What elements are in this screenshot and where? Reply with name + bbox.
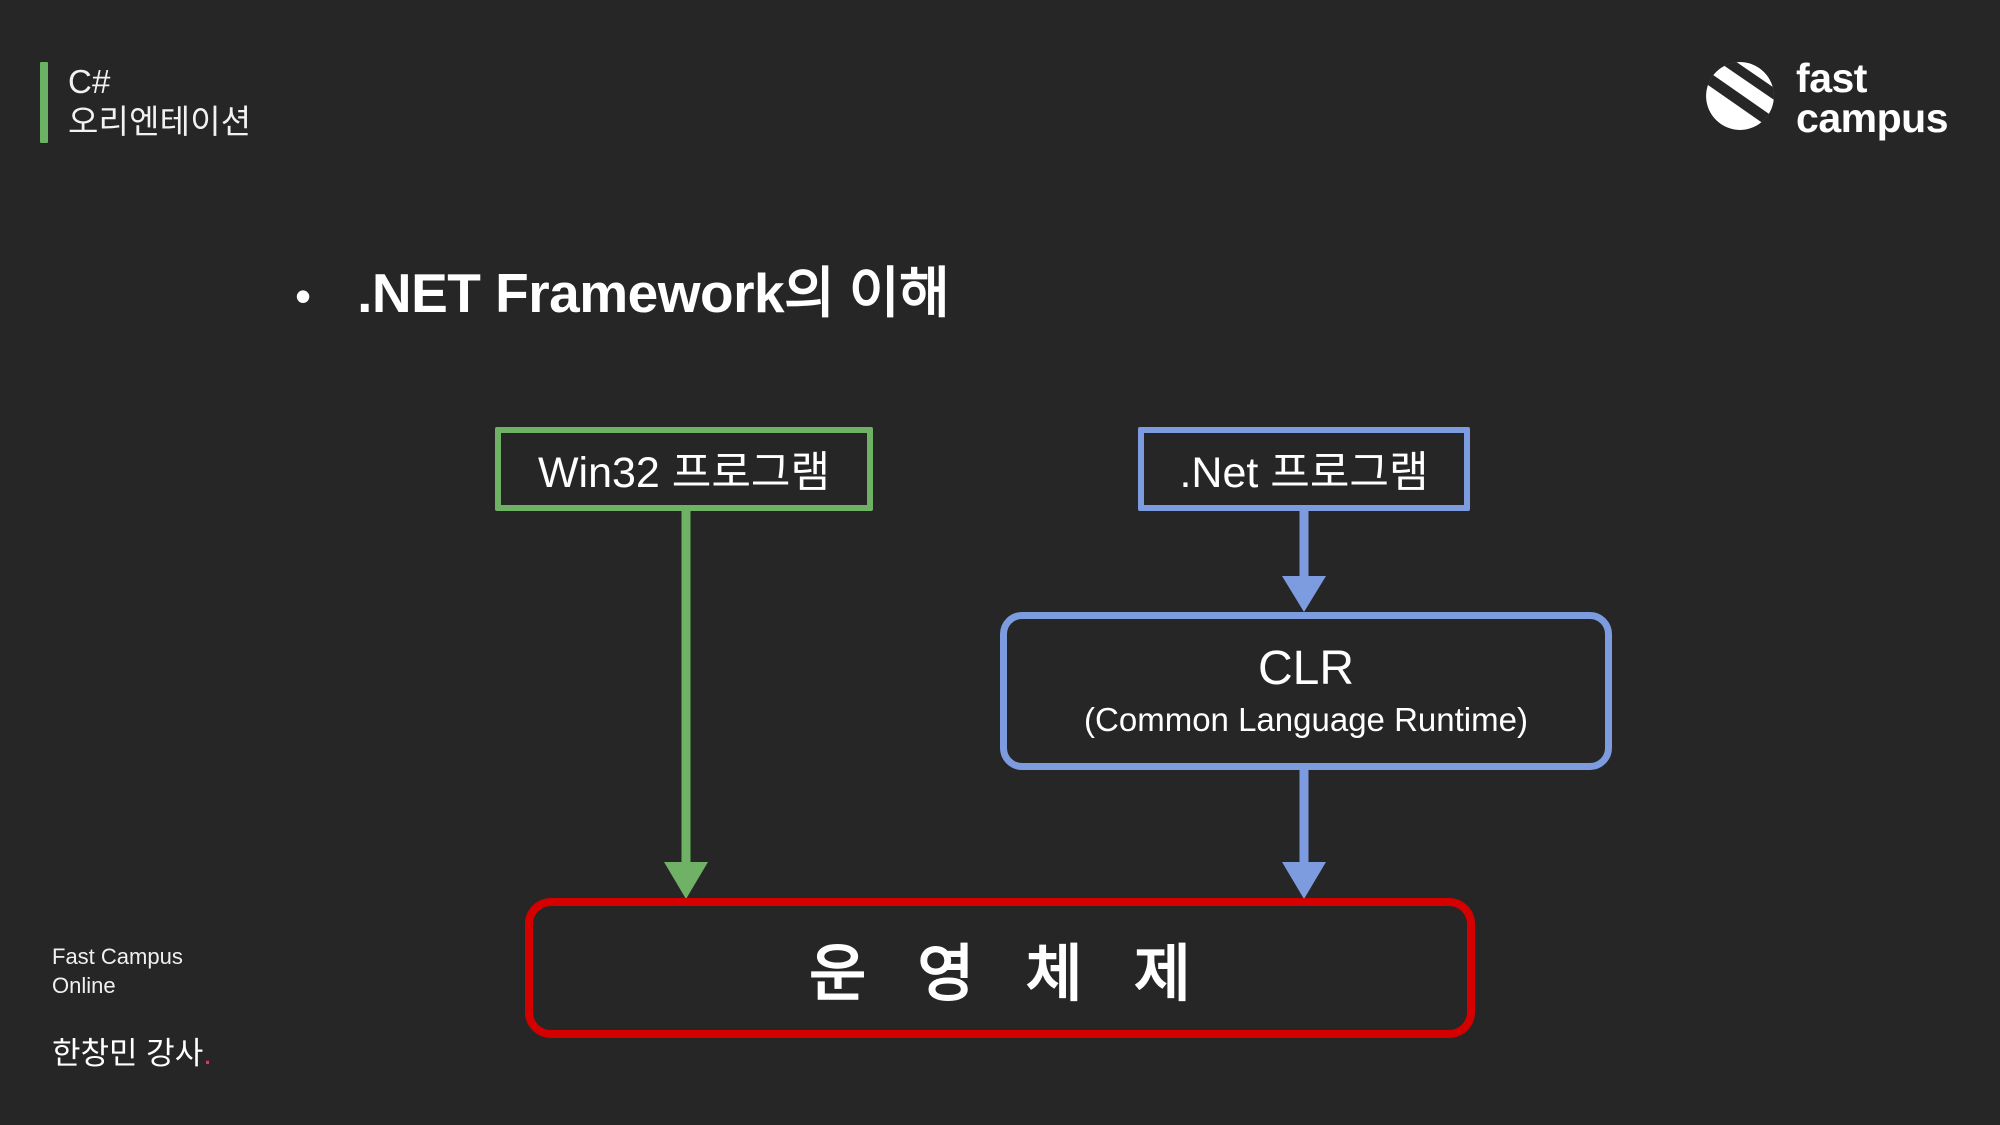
footer-org-line2: Online (52, 972, 116, 998)
bullet-point-icon: • (295, 270, 312, 322)
slide-header: C# 오리엔테이션 (40, 62, 251, 143)
diagram-box-win32-label: Win32 프로그램 (537, 449, 831, 497)
brand-logo: fast campus (1704, 55, 1948, 142)
brand-logo-text: fast campus (1796, 55, 1948, 142)
diagram-box-win32[interactable]: Win32 프로그램 (495, 427, 873, 511)
footer-organization: Fast Campus Online (52, 942, 212, 1000)
diagram-box-clr-label: CLR (1257, 641, 1355, 695)
footer-instructor: 한창민 강사. (52, 1028, 212, 1073)
diagram-box-net[interactable]: .Net 프로그램 (1138, 427, 1470, 511)
footer-instructor-name: 한창민 강사 (52, 1036, 204, 1071)
header-course-code: C# (68, 63, 111, 100)
diagram-box-clr[interactable]: CLR (Common Language Runtime) (1000, 612, 1612, 770)
header-course-subtitle: 오리엔테이션 (68, 103, 252, 141)
footer-instructor-dot: . (203, 1036, 212, 1071)
brand-logo-word-fast: fast (1796, 55, 1867, 101)
footer-org-line1: Fast Campus (52, 943, 183, 969)
diagram-box-net-label: .Net 프로그램 (1179, 449, 1429, 497)
diagram-box-clr-sublabel: (Common Language Runtime) (1084, 700, 1528, 738)
header-title-group: C# 오리엔테이션 (68, 62, 251, 143)
arrow-net-to-clr (1282, 509, 1326, 612)
fastcampus-logo-icon (1704, 60, 1776, 137)
slide-footer: Fast Campus Online 한창민 강사. (52, 942, 212, 1073)
brand-logo-word-campus: campus (1796, 95, 1948, 142)
diagram-box-os-label: 운 영 체 제 (809, 940, 1208, 1009)
diagram-box-os[interactable]: 운 영 체 제 (525, 898, 1475, 1038)
slide-title-row: • .NET Framework의 이해 (295, 248, 950, 328)
page-title: .NET Framework의 이해 (357, 262, 950, 324)
arrow-win32-to-os (664, 509, 708, 899)
header-accent-bar (40, 62, 48, 143)
arrow-clr-to-os (1282, 768, 1326, 899)
